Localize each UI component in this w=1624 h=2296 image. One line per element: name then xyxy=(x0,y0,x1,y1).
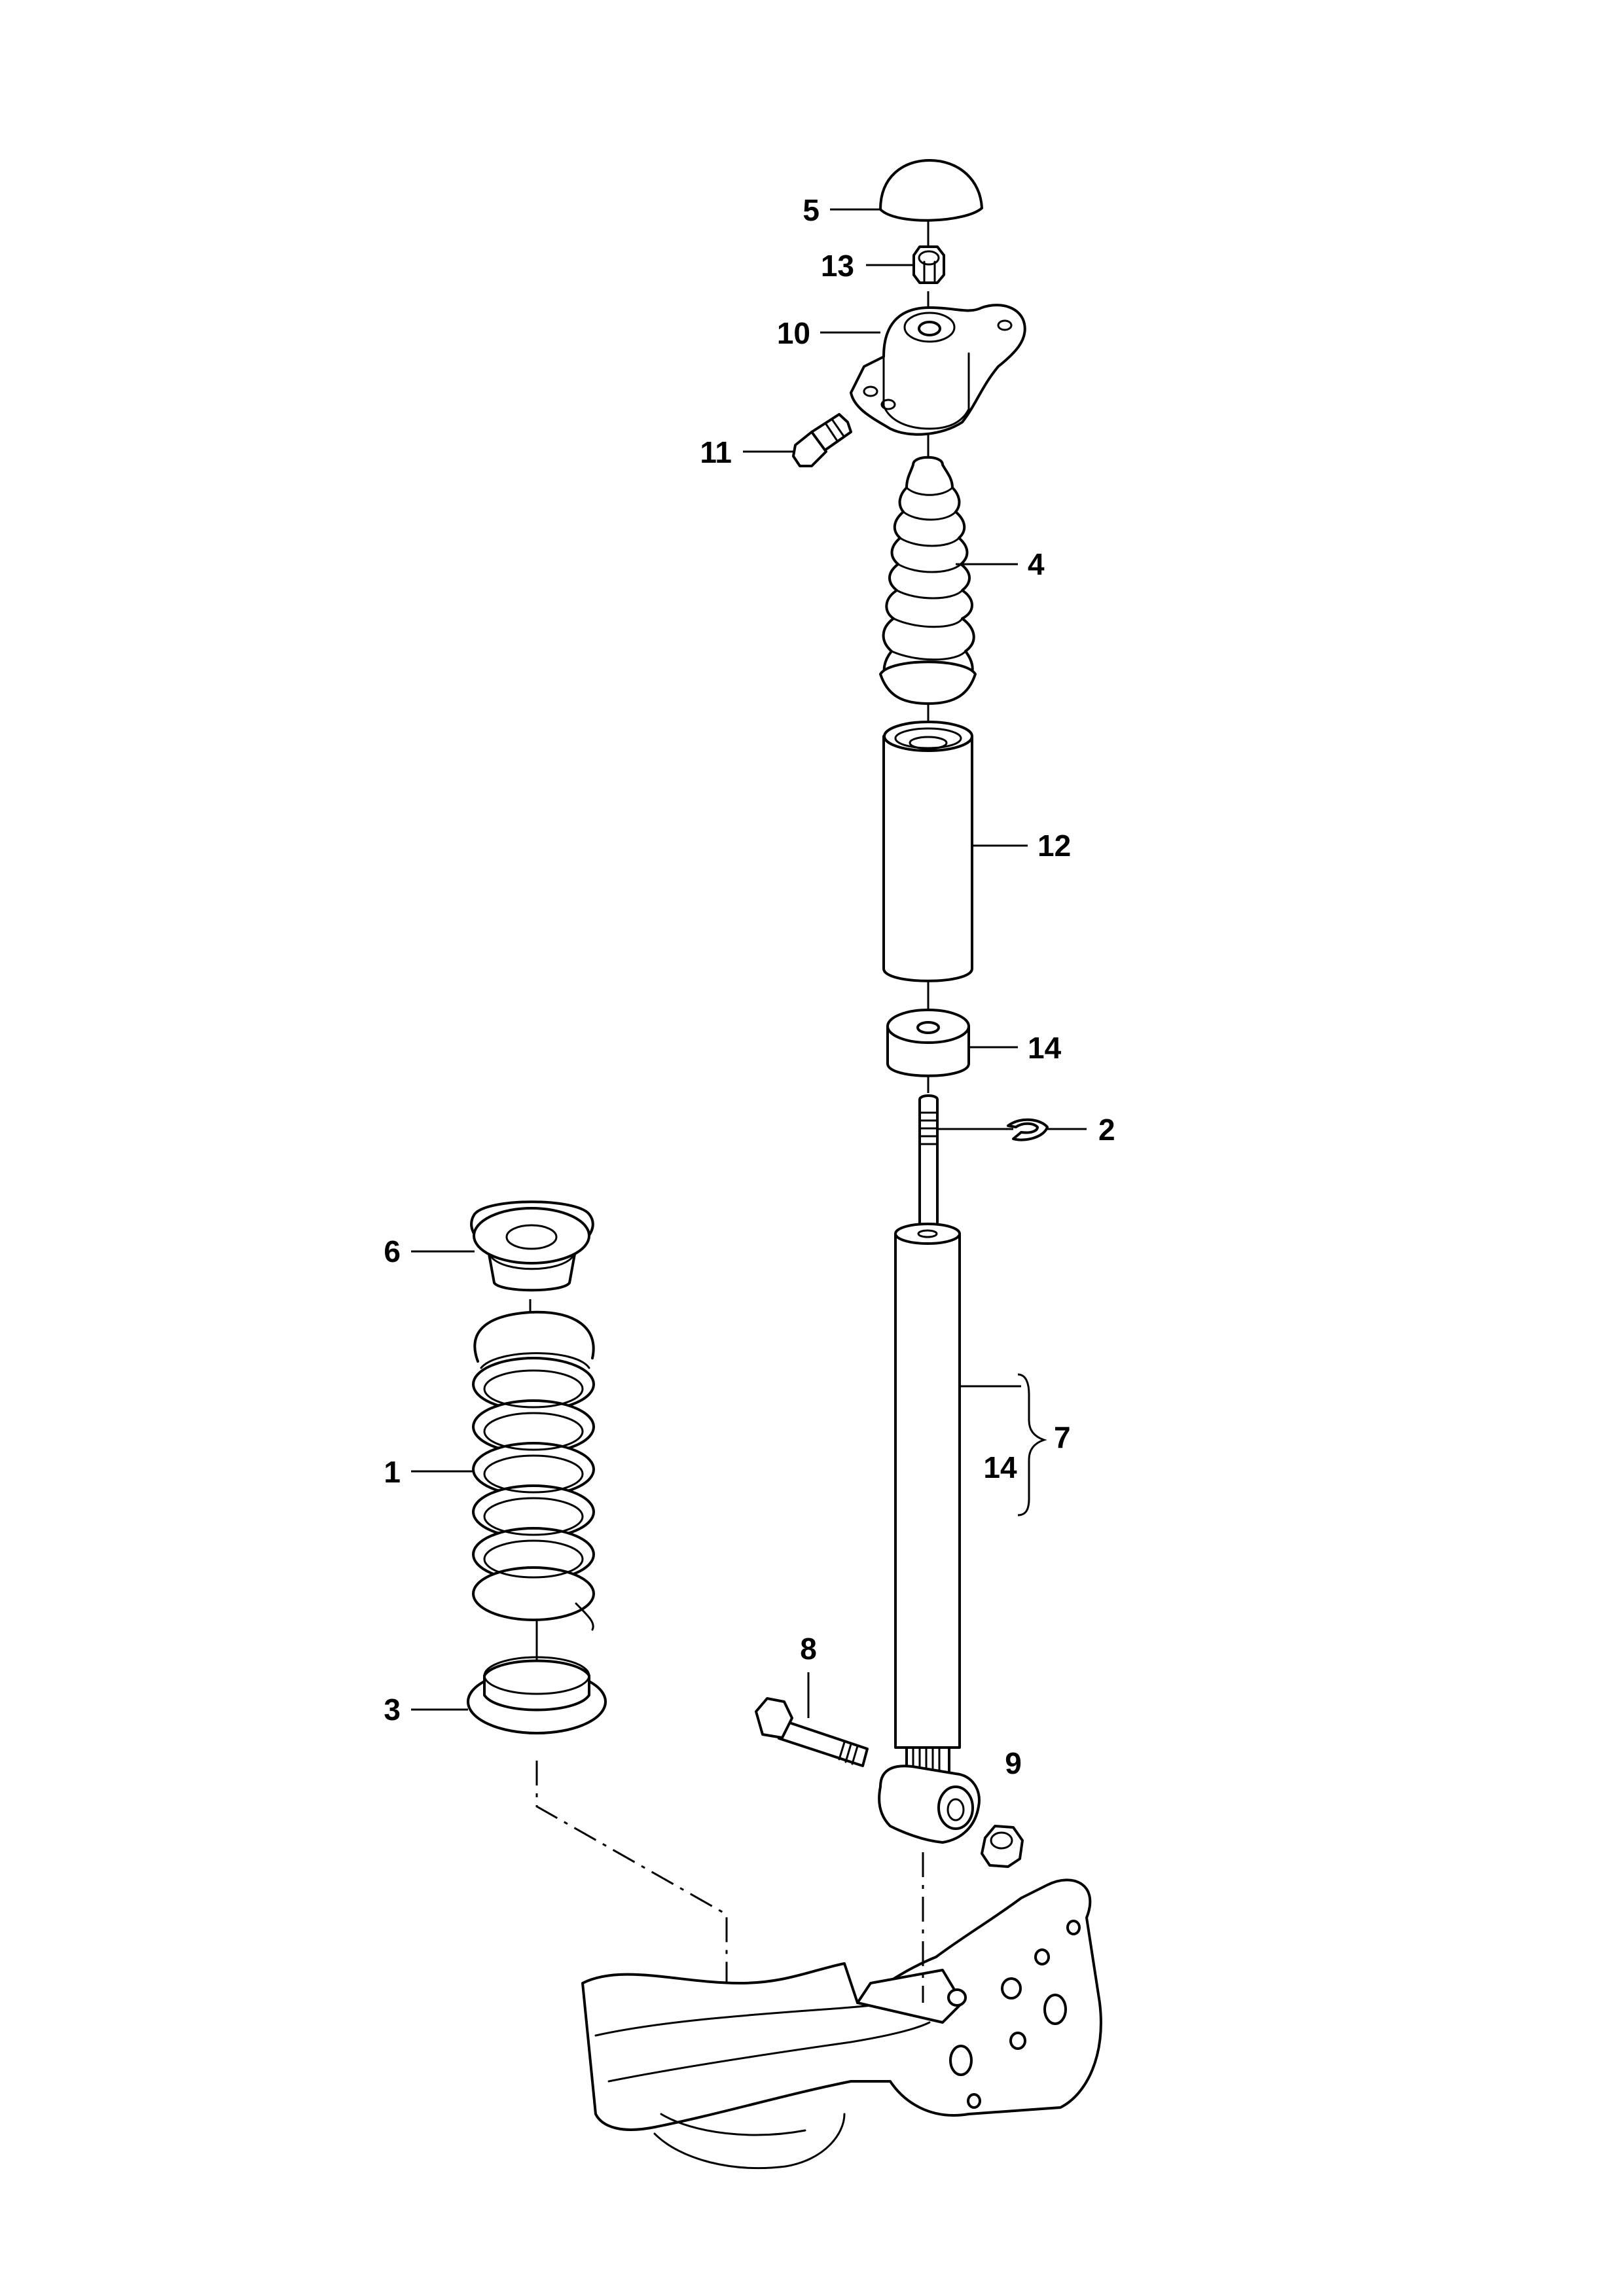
leader-lines xyxy=(411,208,1087,1718)
part-5-dust-cap xyxy=(879,159,983,222)
callout-8: 8 xyxy=(800,1632,817,1666)
part-14-bump-stop xyxy=(886,1009,970,1077)
callout-9: 9 xyxy=(1005,1746,1022,1780)
callout-10: 10 xyxy=(777,316,810,350)
callout-12: 12 xyxy=(1038,829,1071,863)
callout-2: 2 xyxy=(1098,1113,1115,1147)
part-2-clip xyxy=(1007,1118,1049,1141)
callout-1: 1 xyxy=(384,1455,401,1489)
part-7-shock-absorber xyxy=(878,1094,981,1844)
rear-axle-beam xyxy=(581,1878,1102,2169)
callout-6: 6 xyxy=(384,1234,401,1268)
part-13-lock-nut xyxy=(912,245,945,284)
part-6-spring-upper-seat xyxy=(470,1200,594,1292)
callout-5: 5 xyxy=(803,193,820,227)
part-10-top-mount xyxy=(850,304,1026,436)
part-4-bellows xyxy=(879,456,977,705)
callout-3: 3 xyxy=(384,1693,401,1727)
part-11-bolt xyxy=(792,413,852,467)
callout-13: 13 xyxy=(821,249,854,283)
centerlines xyxy=(529,209,929,2003)
part-9-nut xyxy=(981,1825,1024,1868)
part-3-lower-spring-seat xyxy=(467,1656,607,1734)
part-12-protective-tube xyxy=(882,721,973,982)
callout-7: 7 xyxy=(1054,1420,1071,1454)
part-8-bolt xyxy=(755,1697,869,1767)
callout-14-bump-stop: 14 xyxy=(1028,1031,1062,1065)
callout-labels: 1 2 3 4 5 6 7 8 9 10 11 12 13 14 14 xyxy=(384,193,1115,1780)
callout-11: 11 xyxy=(700,435,732,469)
callout-14-shock: 14 xyxy=(983,1450,1017,1484)
part-1-coil-spring xyxy=(472,1310,595,1631)
callout-4: 4 xyxy=(1028,547,1045,581)
